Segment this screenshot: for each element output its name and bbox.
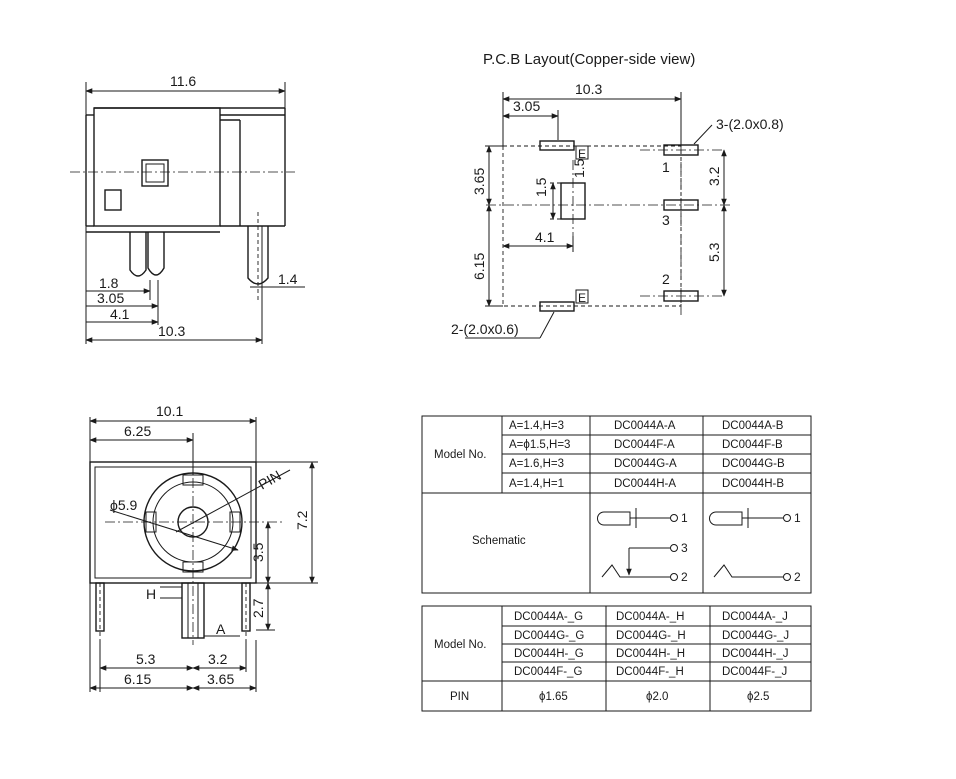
table1-param: A=1.4,H=1 xyxy=(509,478,564,490)
table1-cell-a: DC0044G-A xyxy=(614,458,677,470)
pcb-square-h: 1.5 xyxy=(533,177,549,197)
front-bottom-right: 3.65 xyxy=(207,671,234,687)
pcb-overall-width: 10.3 xyxy=(575,81,602,97)
front-label-h: H xyxy=(146,586,156,602)
pcb-layout-title: P.C.B Layout(Copper-side view) xyxy=(483,51,695,68)
schematic-b-pin-2: 2 xyxy=(794,570,801,584)
schematic-a-pin-2: 2 xyxy=(681,570,688,584)
table1-cell-b: DC0044G-B xyxy=(722,458,785,470)
table2-row-2: DC0044G-_G DC0044G-_H DC0044G-_J xyxy=(514,630,789,642)
table1-model-label: Model No. xyxy=(434,449,486,461)
front-pin-length: 2.7 xyxy=(250,598,266,618)
table1-param: A=ϕ1.5,H=3 xyxy=(509,439,570,451)
side-pin-width: 1.4 xyxy=(278,271,298,287)
front-center-height: 3.5 xyxy=(250,542,266,562)
table1-cell-a: DC0044H-A xyxy=(614,478,676,490)
front-pin-label: PIN xyxy=(256,467,284,493)
table2-cell: DC0044A-_H xyxy=(616,611,684,623)
table2-cell: DC0044F-_H xyxy=(616,666,684,678)
pcb-marker-bottom: E xyxy=(578,291,586,305)
table2-cell: DC0044G-_J xyxy=(722,630,789,642)
side-width-label: 11.6 xyxy=(170,73,196,89)
side-pin-offset-2: 3.05 xyxy=(97,290,124,306)
pcb-pad-spec-left: 2-(2.0x0.6) xyxy=(451,321,519,337)
pcb-pad-top-left xyxy=(539,140,575,151)
front-lower-left: 5.3 xyxy=(136,651,156,667)
table1-cell-a: DC0044F-A xyxy=(614,439,675,451)
table1-row-3: A=1.6,H=3 DC0044G-A DC0044G-B xyxy=(509,458,785,470)
pcb-layout: P.C.B Layout(Copper-side view) 10.3 3.05… xyxy=(451,51,784,339)
schematic-b-pin-1: 1 xyxy=(794,511,801,525)
table1-param: A=1.6,H=3 xyxy=(509,458,564,470)
table2-cell: DC0044G-_G xyxy=(514,630,584,642)
pcb-marker-top: E xyxy=(578,147,586,161)
model-table-2: Model No. DC0044A-_G DC0044A-_H DC0044A-… xyxy=(421,605,812,712)
table1-param: A=1.4,H=3 xyxy=(509,420,564,432)
pcb-pin-label-2: 2 xyxy=(662,271,670,287)
pcb-upper-height: 3.65 xyxy=(471,168,487,195)
table1-row-1: A=1.4,H=3 DC0044A-A DC0044A-B xyxy=(509,420,784,432)
front-width-label: 10.1 xyxy=(156,403,183,419)
front-lower-right: 3.2 xyxy=(208,651,228,667)
table2-cell: DC0044F-_G xyxy=(514,666,582,678)
pcb-pin-label-3: 3 xyxy=(662,212,670,228)
table1-cell-b: DC0044F-B xyxy=(722,439,783,451)
table1-schematic-label: Schematic xyxy=(472,535,526,547)
pcb-lower-height: 6.15 xyxy=(471,253,487,280)
side-pin-offset-1: 1.8 xyxy=(99,275,119,291)
pcb-pad-bottom-left xyxy=(539,301,575,312)
pcb-square-w: 1.5 xyxy=(571,158,587,178)
table2-row-3: DC0044H-_G DC0044H-_H DC0044H-_J xyxy=(514,648,788,660)
table1-cell-a: DC0044A-A xyxy=(614,420,676,432)
side-body xyxy=(93,107,221,227)
front-label-a: A xyxy=(216,621,226,637)
front-height: 7.2 xyxy=(294,510,310,530)
schematic-a-pin-1: 1 xyxy=(681,511,688,525)
schematic-a: 1 3 2 xyxy=(597,508,688,584)
front-view: 10.1 6.25 ϕ5.9 PIN 7.2 3.5 2.7 xyxy=(89,403,318,692)
table2-pin-value: ϕ2.0 xyxy=(646,691,668,703)
side-view: 11.6 1.8 3.05 4.1 10.3 xyxy=(70,73,305,344)
table1-row-4: A=1.4,H=1 DC0044H-A DC0044H-B xyxy=(509,478,784,490)
pcb-left-offset: 3.05 xyxy=(513,98,540,114)
table2-cell: DC0044H-_H xyxy=(616,648,685,660)
table2-model-label: Model No. xyxy=(434,639,486,651)
table2-cell: DC0044G-_H xyxy=(616,630,686,642)
table2-row-4: DC0044F-_G DC0044F-_H DC0044F-_J xyxy=(514,666,787,678)
model-table-1: Model No. A=1.4,H=3 DC0044A-A DC0044A-B … xyxy=(421,415,812,594)
table2-cell: DC0044A-_J xyxy=(722,611,788,623)
table2-cell: DC0044H-_J xyxy=(722,648,788,660)
pcb-pin-gap-lower: 5.3 xyxy=(706,242,722,262)
front-body xyxy=(89,461,257,584)
table2-pin-value: ϕ1.65 xyxy=(539,691,568,703)
pcb-pin-gap-upper: 3.2 xyxy=(706,166,722,186)
side-base-width: 10.3 xyxy=(158,323,185,339)
table2-pin-value: ϕ2.5 xyxy=(747,691,769,703)
pcb-pad-spec-right: 3-(2.0x0.8) xyxy=(716,116,784,132)
table1-cell-b: DC0044H-B xyxy=(722,478,784,490)
side-pin-offset-3: 4.1 xyxy=(110,306,130,322)
table2-cell: DC0044H-_G xyxy=(514,648,584,660)
table1-row-2: A=ϕ1.5,H=3 DC0044F-A DC0044F-B xyxy=(509,439,783,451)
table2-cell: DC0044A-_G xyxy=(514,611,583,623)
table1-cell-b: DC0044A-B xyxy=(722,420,784,432)
schematic-a-pin-3: 3 xyxy=(681,541,688,555)
schematic-b: 1 2 xyxy=(709,508,801,584)
front-bottom-left: 6.15 xyxy=(124,671,151,687)
pcb-inner-width: 4.1 xyxy=(535,229,555,245)
pcb-pin-label-1: 1 xyxy=(662,159,670,175)
front-diameter: ϕ5.9 xyxy=(110,497,138,513)
table2-pin-label: PIN xyxy=(450,691,469,703)
front-center-offset: 6.25 xyxy=(124,423,151,439)
table2-cell: DC0044F-_J xyxy=(722,666,787,678)
table2-row-1: DC0044A-_G DC0044A-_H DC0044A-_J xyxy=(514,611,788,623)
